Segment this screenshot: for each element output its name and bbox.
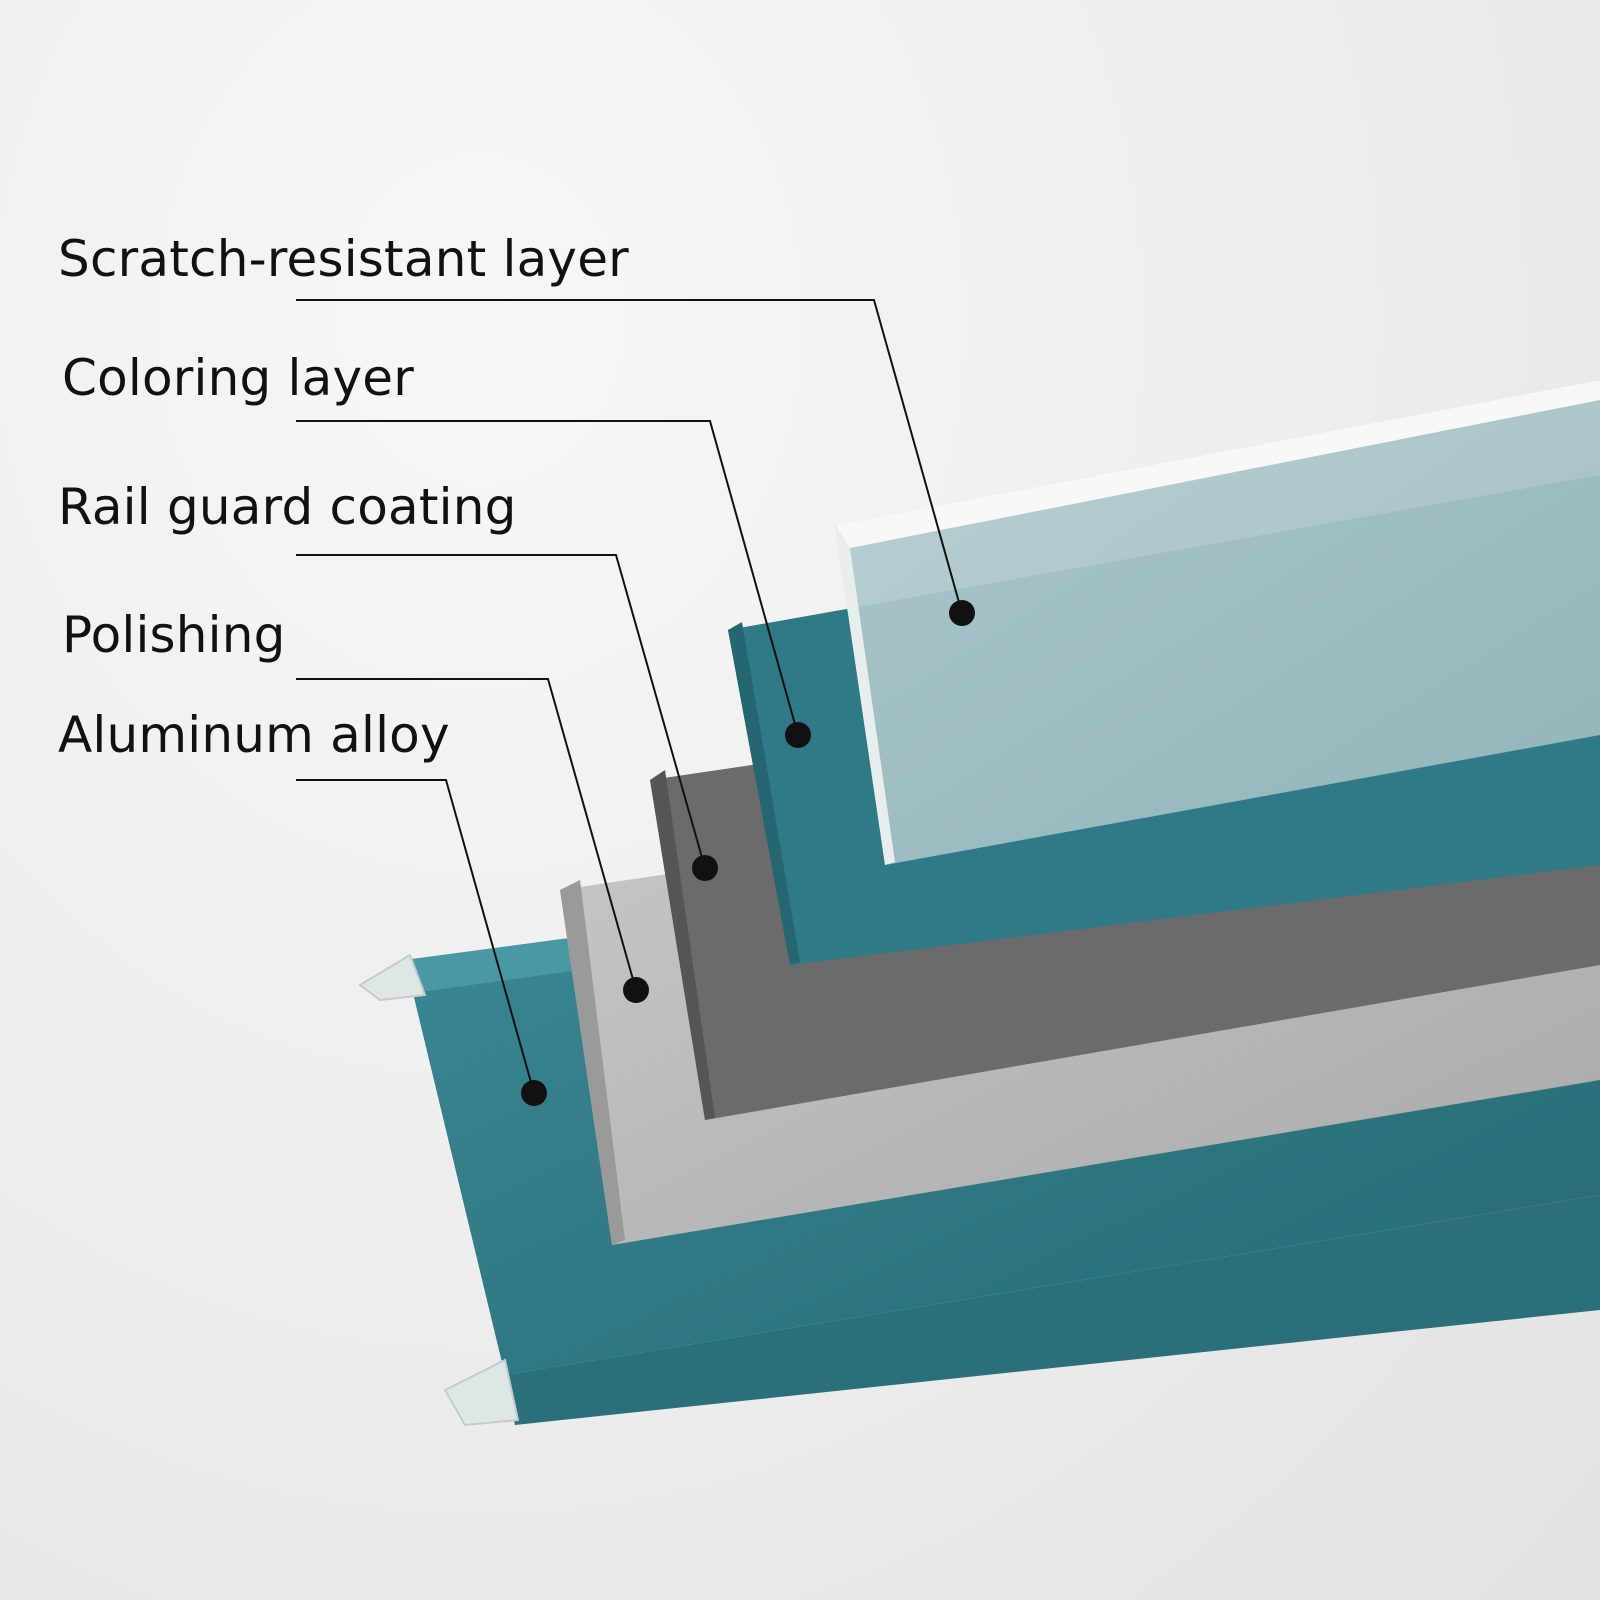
marker-dot-polishing [623, 977, 649, 1003]
leader-line-polishing [296, 678, 637, 991]
leader-line-rail-guard [296, 554, 706, 869]
leader-line-scratch-resistant [296, 299, 963, 614]
leader-line-aluminum [296, 779, 535, 1094]
scratch-resistant-layer [835, 380, 1600, 865]
marker-dot-coloring [785, 722, 811, 748]
label-scratch-resistant-layer: Scratch-resistant layer [58, 230, 629, 288]
marker-dots [521, 600, 975, 1106]
label-polishing: Polishing [62, 606, 286, 664]
label-aluminum-alloy: Aluminum alloy [58, 706, 450, 764]
leader-lines [296, 299, 963, 1094]
marker-dot-aluminum [521, 1080, 547, 1106]
label-rail-guard-coating: Rail guard coating [58, 478, 517, 536]
marker-dot-rail-guard [692, 855, 718, 881]
label-coloring-layer: Coloring layer [62, 349, 414, 407]
leader-line-coloring [296, 420, 799, 736]
marker-dot-scratch-resistant [949, 600, 975, 626]
